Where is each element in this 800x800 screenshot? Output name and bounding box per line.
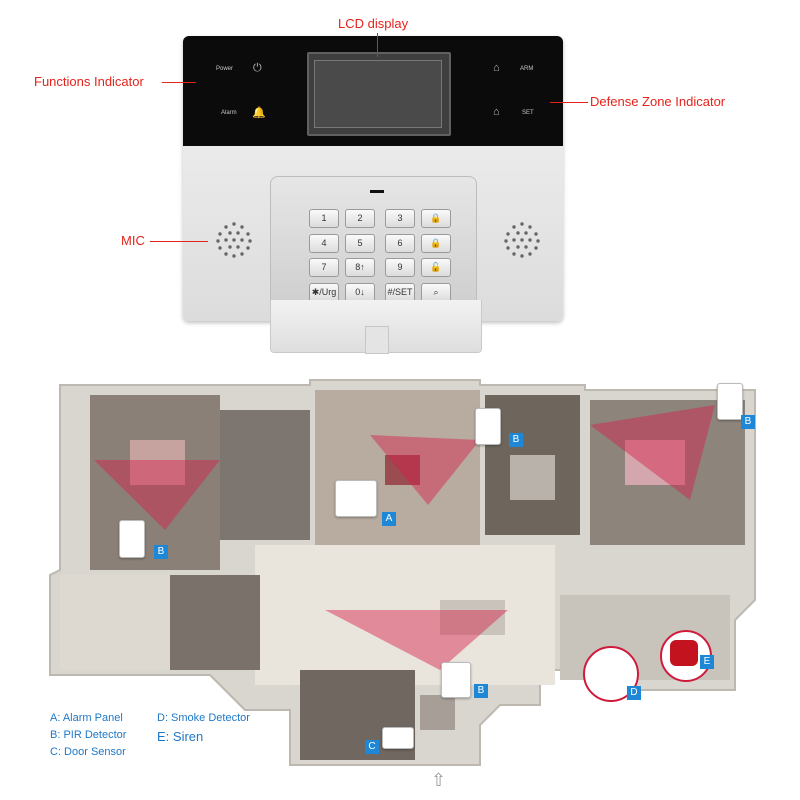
marker-b1: B (509, 433, 523, 447)
alarm-bell-icon: 🔔 (252, 107, 266, 119)
keypad-key-8[interactable]: 7 (309, 258, 339, 277)
pir-detector-1 (475, 408, 501, 445)
marker-e: E (700, 655, 714, 669)
functions-callout-line (162, 82, 196, 83)
keypad-key-10[interactable]: 9 (385, 258, 415, 277)
marker-b3: B (154, 545, 168, 559)
siren-icon (670, 640, 698, 666)
defense-callout-line (550, 102, 588, 103)
functions-indicator-callout: Functions Indicator (34, 74, 144, 89)
defense-zone-callout: Defense Zone Indicator (590, 94, 726, 109)
arm-label: ARM (520, 66, 534, 72)
lcd-callout-line (377, 33, 378, 57)
keypad-key-7[interactable]: 🔒 (421, 234, 451, 253)
power-label: Power (216, 66, 234, 72)
mic-callout-line (150, 241, 208, 242)
pir-detector-2 (717, 383, 743, 420)
legend-alarm-panel: A: Alarm Panel (50, 712, 123, 724)
speaker-grille-icon (504, 222, 540, 258)
lcd-screen (314, 60, 442, 128)
pir-detector-4 (441, 662, 471, 698)
legend-siren: E: Siren (157, 729, 204, 744)
legend-pir-detector: B: PIR Detector (50, 729, 127, 741)
keypad-slot (370, 190, 384, 193)
marker-b4: B (474, 684, 488, 698)
keypad-key-4[interactable]: 4 (309, 234, 339, 253)
keypad-key-3[interactable]: 🔒 (421, 209, 451, 228)
set-icon: ⌂ (493, 106, 500, 118)
keypad-key-11[interactable]: 🔓 (421, 258, 451, 277)
floor-plan (49, 379, 756, 766)
marker-c: C (365, 740, 379, 754)
keypad-key-1[interactable]: 2 (345, 209, 375, 228)
flap-hinge (365, 326, 389, 354)
keypad-key-6[interactable]: 6 (385, 234, 415, 253)
keypad-key-9[interactable]: 8↑ (345, 258, 375, 277)
mic-callout: MIC (121, 233, 145, 248)
mic-grille-icon (216, 222, 252, 258)
marker-d: D (627, 686, 641, 700)
pir-detector-3 (119, 520, 145, 558)
marker-a: A (382, 512, 396, 526)
keypad-key-2[interactable]: 3 (385, 209, 415, 228)
keypad-key-5[interactable]: 5 (345, 234, 375, 253)
alarm-panel-device (335, 480, 377, 517)
marker-b2: B (741, 415, 755, 429)
arm-icon: ⌂ (493, 62, 500, 74)
legend-door-sensor: C: Door Sensor (50, 746, 126, 758)
alarm-label: Alarm (221, 110, 237, 116)
entrance-arrow-icon: ⇧ (431, 770, 447, 790)
door-sensor-device (382, 727, 414, 749)
keypad-key-0[interactable]: 1 (309, 209, 339, 228)
set-label: SET (522, 110, 534, 116)
legend-smoke-detector: D: Smoke Detector (157, 712, 250, 724)
lcd-display-callout: LCD display (338, 16, 409, 31)
power-icon: ⏻ (253, 62, 262, 74)
